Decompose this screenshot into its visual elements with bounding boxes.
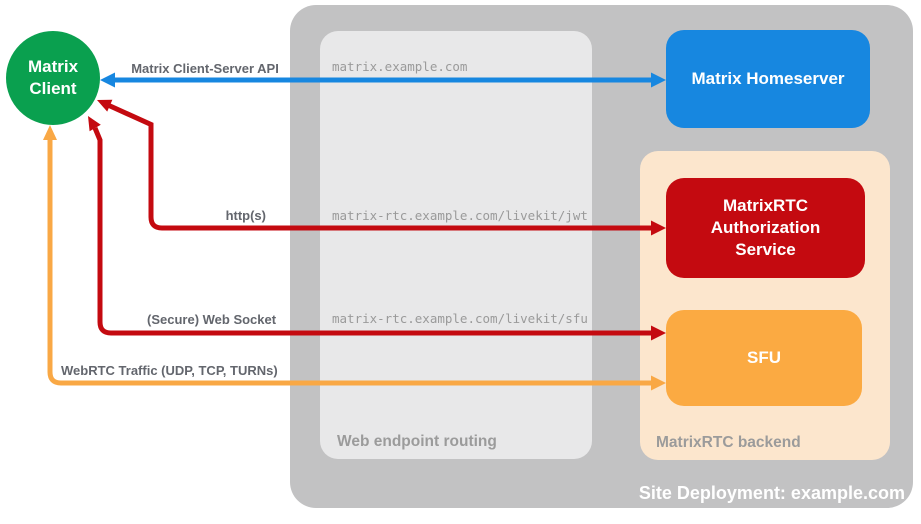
- site-deployment-title: Site Deployment: example.com: [638, 483, 905, 503]
- websocket-arrow-label: (Secure) Web Socket: [147, 312, 277, 327]
- https-arrow-label: http(s): [225, 208, 266, 223]
- matrix-homeserver-node: Matrix Homeserver: [666, 30, 870, 128]
- matrixrtc-backend-label: MatrixRTC backend: [656, 434, 801, 451]
- matrix-client-node: Matrix Client: [6, 31, 100, 125]
- endpoint-livekit-jwt: matrix-rtc.example.com/livekit/jwt: [332, 208, 588, 223]
- sfu-label: SFU: [747, 347, 781, 367]
- sfu-node: SFU: [666, 310, 862, 406]
- web-endpoint-routing-box: Web endpoint routing: [320, 31, 592, 459]
- web-endpoint-routing-label: Web endpoint routing: [337, 433, 497, 450]
- endpoint-livekit-sfu: matrix-rtc.example.com/livekit/sfu: [332, 311, 588, 326]
- matrixrtc-authorization-service-node: MatrixRTC Authorization Service: [666, 178, 865, 278]
- matrix-client-label: Matrix Client: [27, 56, 79, 98]
- endpoint-matrix-example-com: matrix.example.com: [332, 59, 468, 74]
- matrix-homeserver-label: Matrix Homeserver: [691, 68, 845, 88]
- webrtc-traffic-arrow-label: WebRTC Traffic (UDP, TCP, TURNs): [61, 363, 278, 378]
- client-server-api-arrow-label: Matrix Client-Server API: [131, 61, 279, 76]
- matrixrtc-authorization-service-label: MatrixRTC Authorization Service: [710, 195, 821, 260]
